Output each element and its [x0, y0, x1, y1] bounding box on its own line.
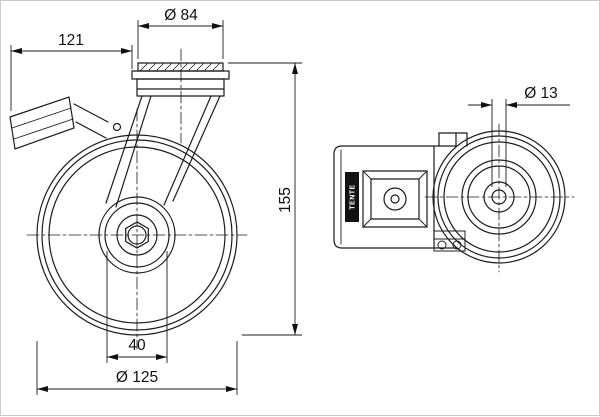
hub-width-label: 40 [128, 337, 146, 354]
arrowhead [481, 102, 492, 108]
dimension-plate-diameter: Ø 84 [137, 7, 224, 59]
axle-hex-nut [125, 221, 149, 249]
arrowhead [37, 386, 48, 392]
arrowhead [138, 23, 149, 29]
brake-pedal [9, 96, 109, 150]
arrowhead [107, 354, 118, 360]
arrowhead [212, 23, 223, 29]
overall-height-label: 155 [277, 187, 294, 213]
fork-leg [105, 95, 221, 208]
arrowhead [11, 48, 22, 54]
dimension-overall-height: 155 [228, 62, 302, 336]
brand-plate: TENTE [345, 172, 359, 222]
rivet [112, 122, 122, 132]
side-view-centerlines [26, 48, 248, 350]
brand-text: TENTE [350, 184, 357, 209]
stem-tab [438, 132, 468, 147]
side-view [9, 48, 248, 350]
swivel-head [131, 62, 230, 97]
arrowhead [156, 354, 167, 360]
overall-length-label: 121 [58, 32, 84, 49]
bolt-hole-diameter-label: Ø 13 [524, 85, 558, 102]
arrowhead [506, 102, 517, 108]
front-view: TENTE [333, 123, 575, 273]
front-view-centerlines [424, 123, 575, 273]
wheel-diameter-label: Ø 125 [116, 369, 158, 386]
section-hatch [139, 62, 221, 72]
plate-diameter-label: Ø 84 [164, 7, 198, 24]
arrowhead [121, 48, 132, 54]
arrowhead [292, 324, 298, 335]
dimension-hub-width: 40 [106, 251, 168, 363]
dimension-overall-length: 121 [10, 32, 133, 111]
arrowhead [292, 63, 298, 74]
dimension-bolt-hole-diameter: Ø 13 [468, 85, 570, 187]
lock-mechanism [362, 170, 428, 228]
dimensions: Ø 84 121 155 40 Ø 125 [10, 7, 570, 395]
arrowhead [226, 386, 237, 392]
dimension-wheel-diameter: Ø 125 [36, 341, 238, 395]
